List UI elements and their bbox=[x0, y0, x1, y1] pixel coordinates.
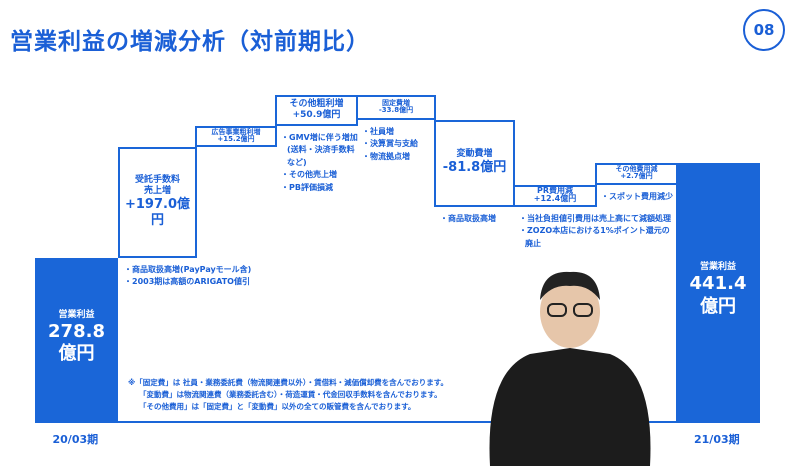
bar-label-line: +197.0億円 bbox=[124, 197, 190, 229]
step-bar: その他粗利増+50.9億円 bbox=[275, 95, 358, 126]
step-bar: 変動費増-81.8億円 bbox=[434, 120, 515, 207]
footnote-line: 「その他費用」は「固定費」と「変動費」以外の全ての販管費を含んでおります。 bbox=[139, 402, 416, 411]
page-title: 営業利益の増減分析（対前期比） bbox=[10, 29, 370, 55]
bar-label-line: 変動費増 bbox=[456, 149, 493, 159]
baseline bbox=[35, 421, 760, 423]
bar-label-line: 441.4 bbox=[689, 273, 747, 295]
x-axis-label: 20/03期 bbox=[52, 433, 99, 446]
step-bar: PR費用減+12.4億円 bbox=[513, 185, 597, 207]
annotation-line: ・当社負担値引費用は売上高にて減額処理 bbox=[519, 214, 671, 223]
annotation-line: ・商品取扱高増 bbox=[440, 214, 496, 223]
bar-label-line: 営業利益 bbox=[58, 309, 95, 320]
bar-annotation: ・スポット費用減少 bbox=[601, 191, 673, 203]
bar-annotation: ・当社負担値引費用は売上高にて減額処理・ZOZO本店における1%ポイント還元の廃… bbox=[519, 213, 671, 250]
bar-annotation: ・社員増・決算賞与支給・物流拠点増 bbox=[362, 126, 418, 163]
annotation-line: ・社員増 bbox=[362, 127, 394, 136]
page-number-badge: 08 bbox=[743, 9, 785, 51]
footnote-line: 「変動費」は物流関連費（業務委託含む）・荷造運賃・代金回収手数料を含んでおります… bbox=[139, 390, 442, 399]
annotation-line: ・GMV増に伴う増加 bbox=[281, 133, 358, 142]
bar-label-line: +12.4億円 bbox=[533, 194, 577, 204]
bar-label: PR費用減+12.4億円 bbox=[515, 186, 595, 204]
bar-label: 変動費増-81.8億円 bbox=[436, 149, 513, 177]
bar-label-line: -33.8億円 bbox=[378, 105, 414, 114]
bar-label: 固定費増-33.8億円 bbox=[358, 98, 434, 115]
annotation-line: など) bbox=[287, 157, 307, 167]
step-bar: 固定費増-33.8億円 bbox=[356, 95, 436, 120]
annotation-line: ・物流拠点増 bbox=[362, 151, 410, 161]
bar-label-line: 営業利益 bbox=[699, 262, 736, 272]
bar-annotation: ・GMV増に伴う増加 (送料・決済手数料など) ・その他売上増・PB評価損減 bbox=[281, 132, 358, 194]
bar-label-line: 受託手数料 bbox=[134, 174, 180, 185]
bar-label-line: 278.8 bbox=[48, 320, 105, 342]
annotation-line: ・その他売上増 bbox=[281, 170, 337, 180]
bar-label: 広告事業粗利増+15.2億円 bbox=[197, 127, 275, 144]
bar-label-line: PR費用減 bbox=[536, 186, 574, 195]
bar-label-line: 億円 bbox=[58, 343, 95, 365]
x-axis-label: 21/03期 bbox=[694, 433, 740, 446]
bar-label-line: +15.2億円 bbox=[217, 134, 255, 143]
bar-label-line: 広告事業粗利増 bbox=[211, 127, 261, 136]
bar-label-line: +50.9億円 bbox=[292, 109, 341, 120]
annotation-line: ・スポット費用減少 bbox=[601, 192, 673, 201]
step-bar: 広告事業粗利増+15.2億円 bbox=[195, 126, 277, 147]
bar-label: その他粗利増+50.9億円 bbox=[277, 99, 356, 122]
bar-label-line: その他費用減 bbox=[615, 165, 658, 173]
step-bar: その他費用減+2.7億円 bbox=[595, 163, 678, 185]
presenter-photo bbox=[489, 271, 651, 466]
annotation-line: ・決算賞与支給 bbox=[362, 139, 418, 149]
bar-label: 受託手数料売上増+197.0億円 bbox=[120, 175, 195, 230]
bar-label-line: その他粗利増 bbox=[289, 98, 344, 109]
bar-label-line: +2.7億円 bbox=[620, 172, 653, 181]
bar-annotation: ・商品取扱高増 bbox=[440, 213, 496, 225]
bar-label-line: -81.8億円 bbox=[442, 160, 507, 176]
bar-label-line: 売上増 bbox=[143, 185, 171, 196]
bar-annotation: ・商品取扱高増(PayPayモール含) ・2003期は高額のARIGATO値引 bbox=[124, 264, 251, 289]
annotation-line: 廃止 bbox=[525, 238, 541, 248]
annotation-line: ・商品取扱高増(PayPayモール含) bbox=[124, 265, 252, 274]
bar-label-line: 固定費増 bbox=[382, 98, 410, 107]
footnote: ※「固定費」は 社員・業務委託費（物流関連費以外）・賃借料・減価償却費を含んでお… bbox=[128, 377, 448, 413]
bar-label: その他費用減+2.7億円 bbox=[597, 165, 676, 181]
annotation-line: ・2003期は高額のARIGATO値引 bbox=[124, 277, 250, 287]
annotation-line: ・ZOZO本店における1%ポイント還元の bbox=[519, 226, 670, 236]
annotation-line: (送料・決済手数料 bbox=[287, 145, 355, 155]
footnote-line: ※「固定費」は 社員・業務委託費（物流関連費以外）・賃借料・減価償却費を含んでお… bbox=[128, 378, 449, 387]
bar-label-line: 億円 bbox=[700, 295, 736, 317]
step-bar: 受託手数料売上増+197.0億円 bbox=[118, 147, 197, 258]
annotation-line: ・PB評価損減 bbox=[281, 182, 333, 192]
